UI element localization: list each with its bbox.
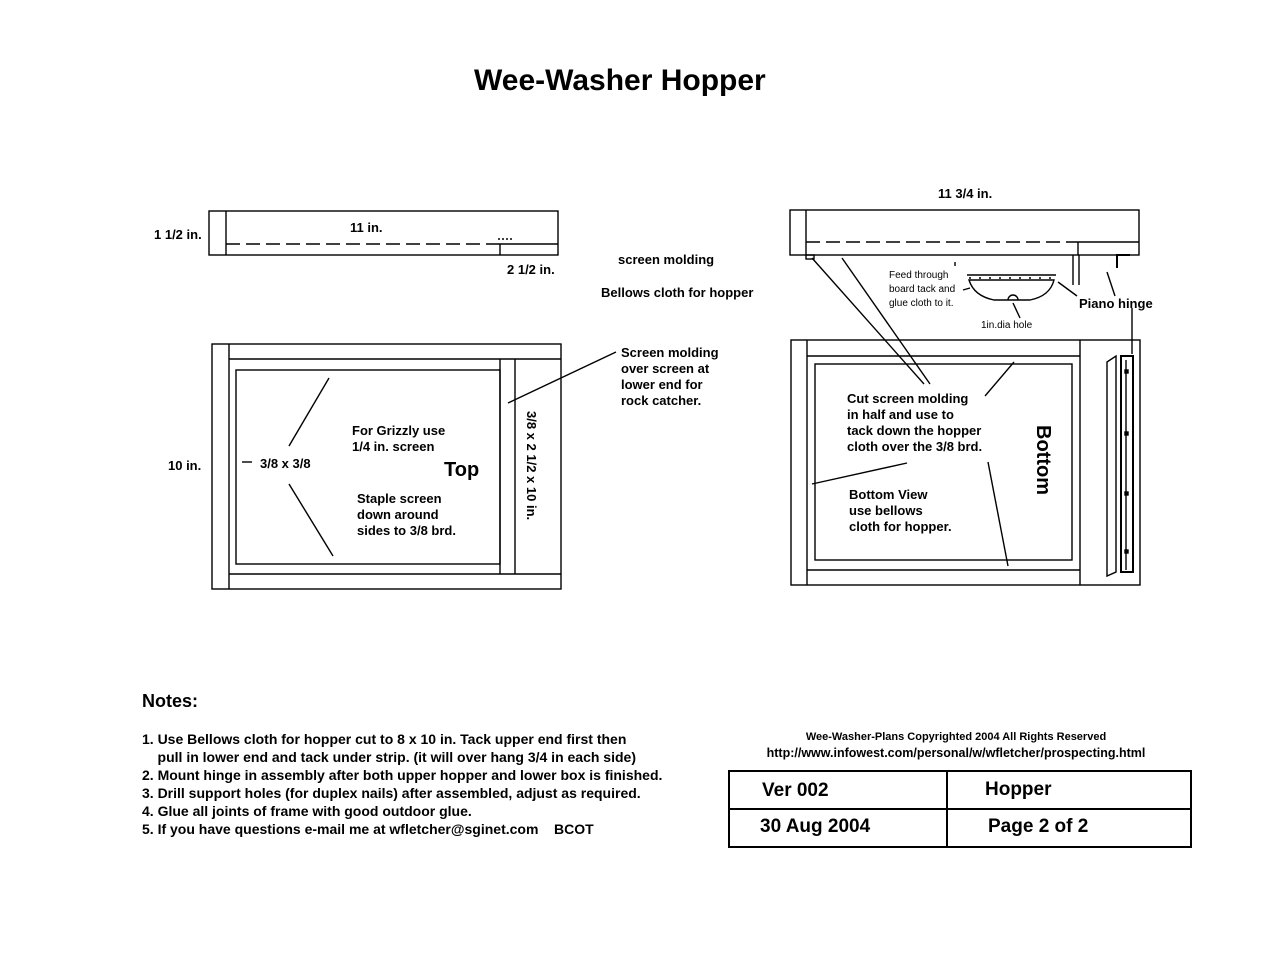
frame-size-label: 3/8 x 3/8 (260, 456, 311, 471)
drawing-name-label: Hopper (985, 779, 1052, 800)
page-label: Page 2 of 2 (988, 816, 1089, 837)
bottom-view-label: Bottom (1032, 425, 1054, 495)
bellows-cloth-label: Bellows cloth for hopper (601, 285, 754, 300)
piano-hinge-label: Piano hinge (1079, 296, 1153, 311)
note-item: 3. Drill support holes (for duplex nails… (142, 785, 641, 801)
dim-height-label: 1 1/2 in. (154, 227, 202, 242)
bottom-view-note: Bottom View use bellows cloth for hopper… (849, 487, 952, 534)
bottom-side-elevation (789, 209, 1140, 385)
strip-dimension-label: 3/8 x 2 1/2 x 10 in. (524, 411, 539, 521)
note-item: 1. Use Bellows cloth for hopper cut to 8… (142, 731, 627, 747)
title-block-frame (728, 770, 1192, 848)
screen-molding-label: screen molding (618, 252, 715, 267)
notes-heading: Notes: (142, 691, 199, 711)
feed-through-note: Feed through board tack and glue cloth t… (889, 270, 956, 309)
website-url[interactable]: http://www.infowest.com/personal/w/wflet… (766, 746, 1146, 760)
note-item: 2. Mount hinge in assembly after both up… (142, 767, 663, 783)
date-label: 30 Aug 2004 (760, 816, 871, 837)
copyright-text: Wee-Washer-Plans Copyrighted 2004 All Ri… (805, 731, 1107, 743)
notes-list: 1. Use Bellows cloth for hopper cut to 8… (142, 730, 662, 838)
note-item: 5. If you have questions e-mail me at wf… (142, 821, 594, 837)
cut-molding-note: Cut screen molding in half and use to ta… (847, 391, 983, 454)
dim-length-label: 11 in. (350, 220, 383, 235)
note-item: pull in lower end and tack under strip. … (142, 749, 636, 765)
dim-strip-label: 2 1/2 in. (507, 262, 555, 277)
hole-label: 1in.dia hole (981, 320, 1033, 331)
dim-width-label: 10 in. (168, 458, 202, 473)
staple-note: Staple screen down around sides to 3/8 b… (357, 491, 456, 538)
top-side-elevation (208, 210, 559, 256)
note-item: 4. Glue all joints of frame with good ou… (142, 803, 472, 819)
grizzly-note: For Grizzly use 1/4 in. screen (352, 423, 446, 454)
bottom-plan-view (790, 308, 1141, 586)
top-plan-view (211, 343, 617, 590)
dim-length-label-bottom: 11 3/4 in. (938, 186, 993, 201)
version-label: Ver 002 (762, 780, 829, 801)
top-view-label: Top (444, 459, 480, 481)
screen-molding-note: Screen molding over screen at lower end … (621, 345, 719, 408)
drawing-title: Wee-Washer Hopper (474, 64, 766, 97)
